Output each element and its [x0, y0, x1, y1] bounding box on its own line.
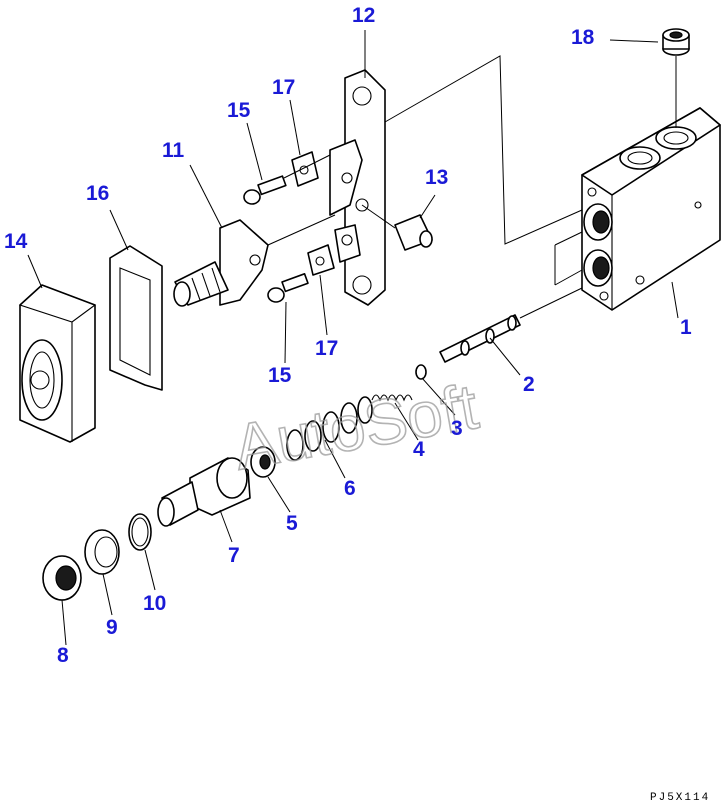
callout-5: 5: [286, 512, 298, 535]
callout-17-upper: 17: [272, 76, 295, 99]
callout-2: 2: [523, 373, 535, 396]
callout-8: 8: [57, 644, 69, 667]
part-3-ring: [415, 364, 427, 380]
callout-7: 7: [228, 544, 240, 567]
part-9-ring: [84, 529, 120, 575]
watermark-text: AutoSoft: [229, 370, 483, 484]
callout-3: 3: [451, 417, 463, 440]
callout-13: 13: [425, 166, 448, 189]
callout-10: 10: [143, 592, 166, 615]
callout-18: 18: [571, 26, 595, 49]
part-13-pin: [361, 204, 433, 251]
part-8-cap-ring: [42, 555, 82, 601]
part-15-bolt-upper: [243, 154, 331, 205]
callout-15-upper: 15: [227, 99, 251, 122]
part-12-cover-plate: [329, 69, 386, 306]
part-7-plunger: [157, 457, 251, 527]
drawing-code: PJ5X114: [650, 792, 710, 804]
callout-6: 6: [344, 477, 356, 500]
part-17-gasket-lower: [307, 244, 335, 276]
callout-4: 4: [413, 438, 425, 461]
callout-15-lower: 15: [268, 364, 292, 387]
part-10-o-ring: [128, 513, 152, 551]
callout-12: 12: [352, 4, 375, 27]
part-14-cap: [18, 284, 97, 443]
callout-17-lower: 17: [315, 337, 338, 360]
part-6-spring: [286, 396, 373, 461]
part-5-seat: [250, 446, 276, 478]
callout-9: 9: [106, 616, 118, 639]
part-1-valve-body: [581, 107, 721, 311]
part-2-spool: [439, 287, 583, 363]
callout-1: 1: [680, 316, 692, 339]
callout-14: 14: [4, 230, 28, 253]
part-18-plug: [662, 28, 690, 128]
part-15-bolt-lower: [267, 272, 309, 303]
part-4-spring: [371, 394, 413, 402]
part-11-solenoid: [173, 214, 336, 307]
callout-16: 16: [86, 182, 109, 205]
callout-labels: 12 18 17 15 11 13 16 14 1 17 15 2 3 4 6 …: [4, 4, 692, 667]
part-16-cover-frame: [109, 245, 163, 391]
callout-11: 11: [162, 139, 185, 162]
part-17-gasket-upper: [291, 151, 319, 187]
leader-lines: [27, 30, 679, 646]
